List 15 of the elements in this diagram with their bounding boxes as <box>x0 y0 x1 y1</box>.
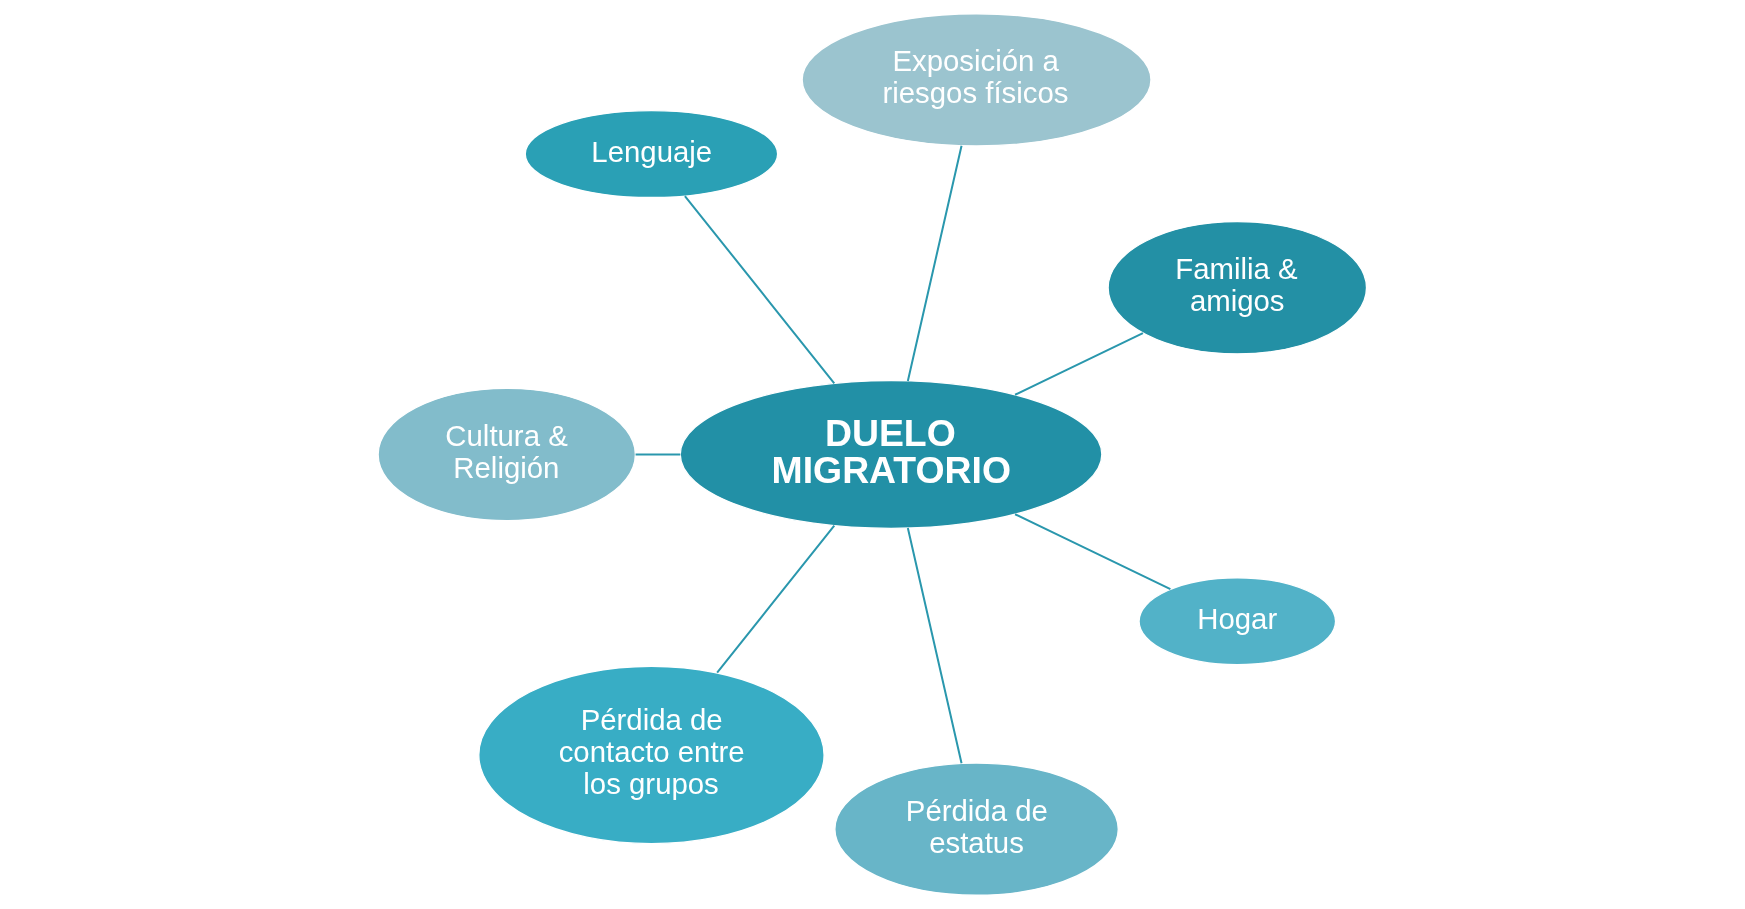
connector <box>906 144 963 382</box>
node-ellipse: Hogar <box>1138 577 1337 666</box>
node-ellipse: Familia & amigos <box>1107 221 1368 355</box>
connector <box>683 195 836 385</box>
connector <box>634 453 682 456</box>
connector <box>716 524 836 674</box>
node-ellipse: DUELO MIGRATORIO <box>679 379 1103 529</box>
node-ellipse: Lenguaje <box>524 109 779 199</box>
node-ellipse: Pérdida de contacto entre los grupos <box>478 665 825 845</box>
connector <box>1014 513 1172 591</box>
node-ellipse: Pérdida de estatus <box>834 762 1119 896</box>
connector <box>1014 332 1144 396</box>
node-ellipse: Exposición a riesgos físicos <box>801 13 1152 147</box>
node-ellipse: Cultura & Religión <box>377 387 637 522</box>
connector <box>906 527 963 765</box>
